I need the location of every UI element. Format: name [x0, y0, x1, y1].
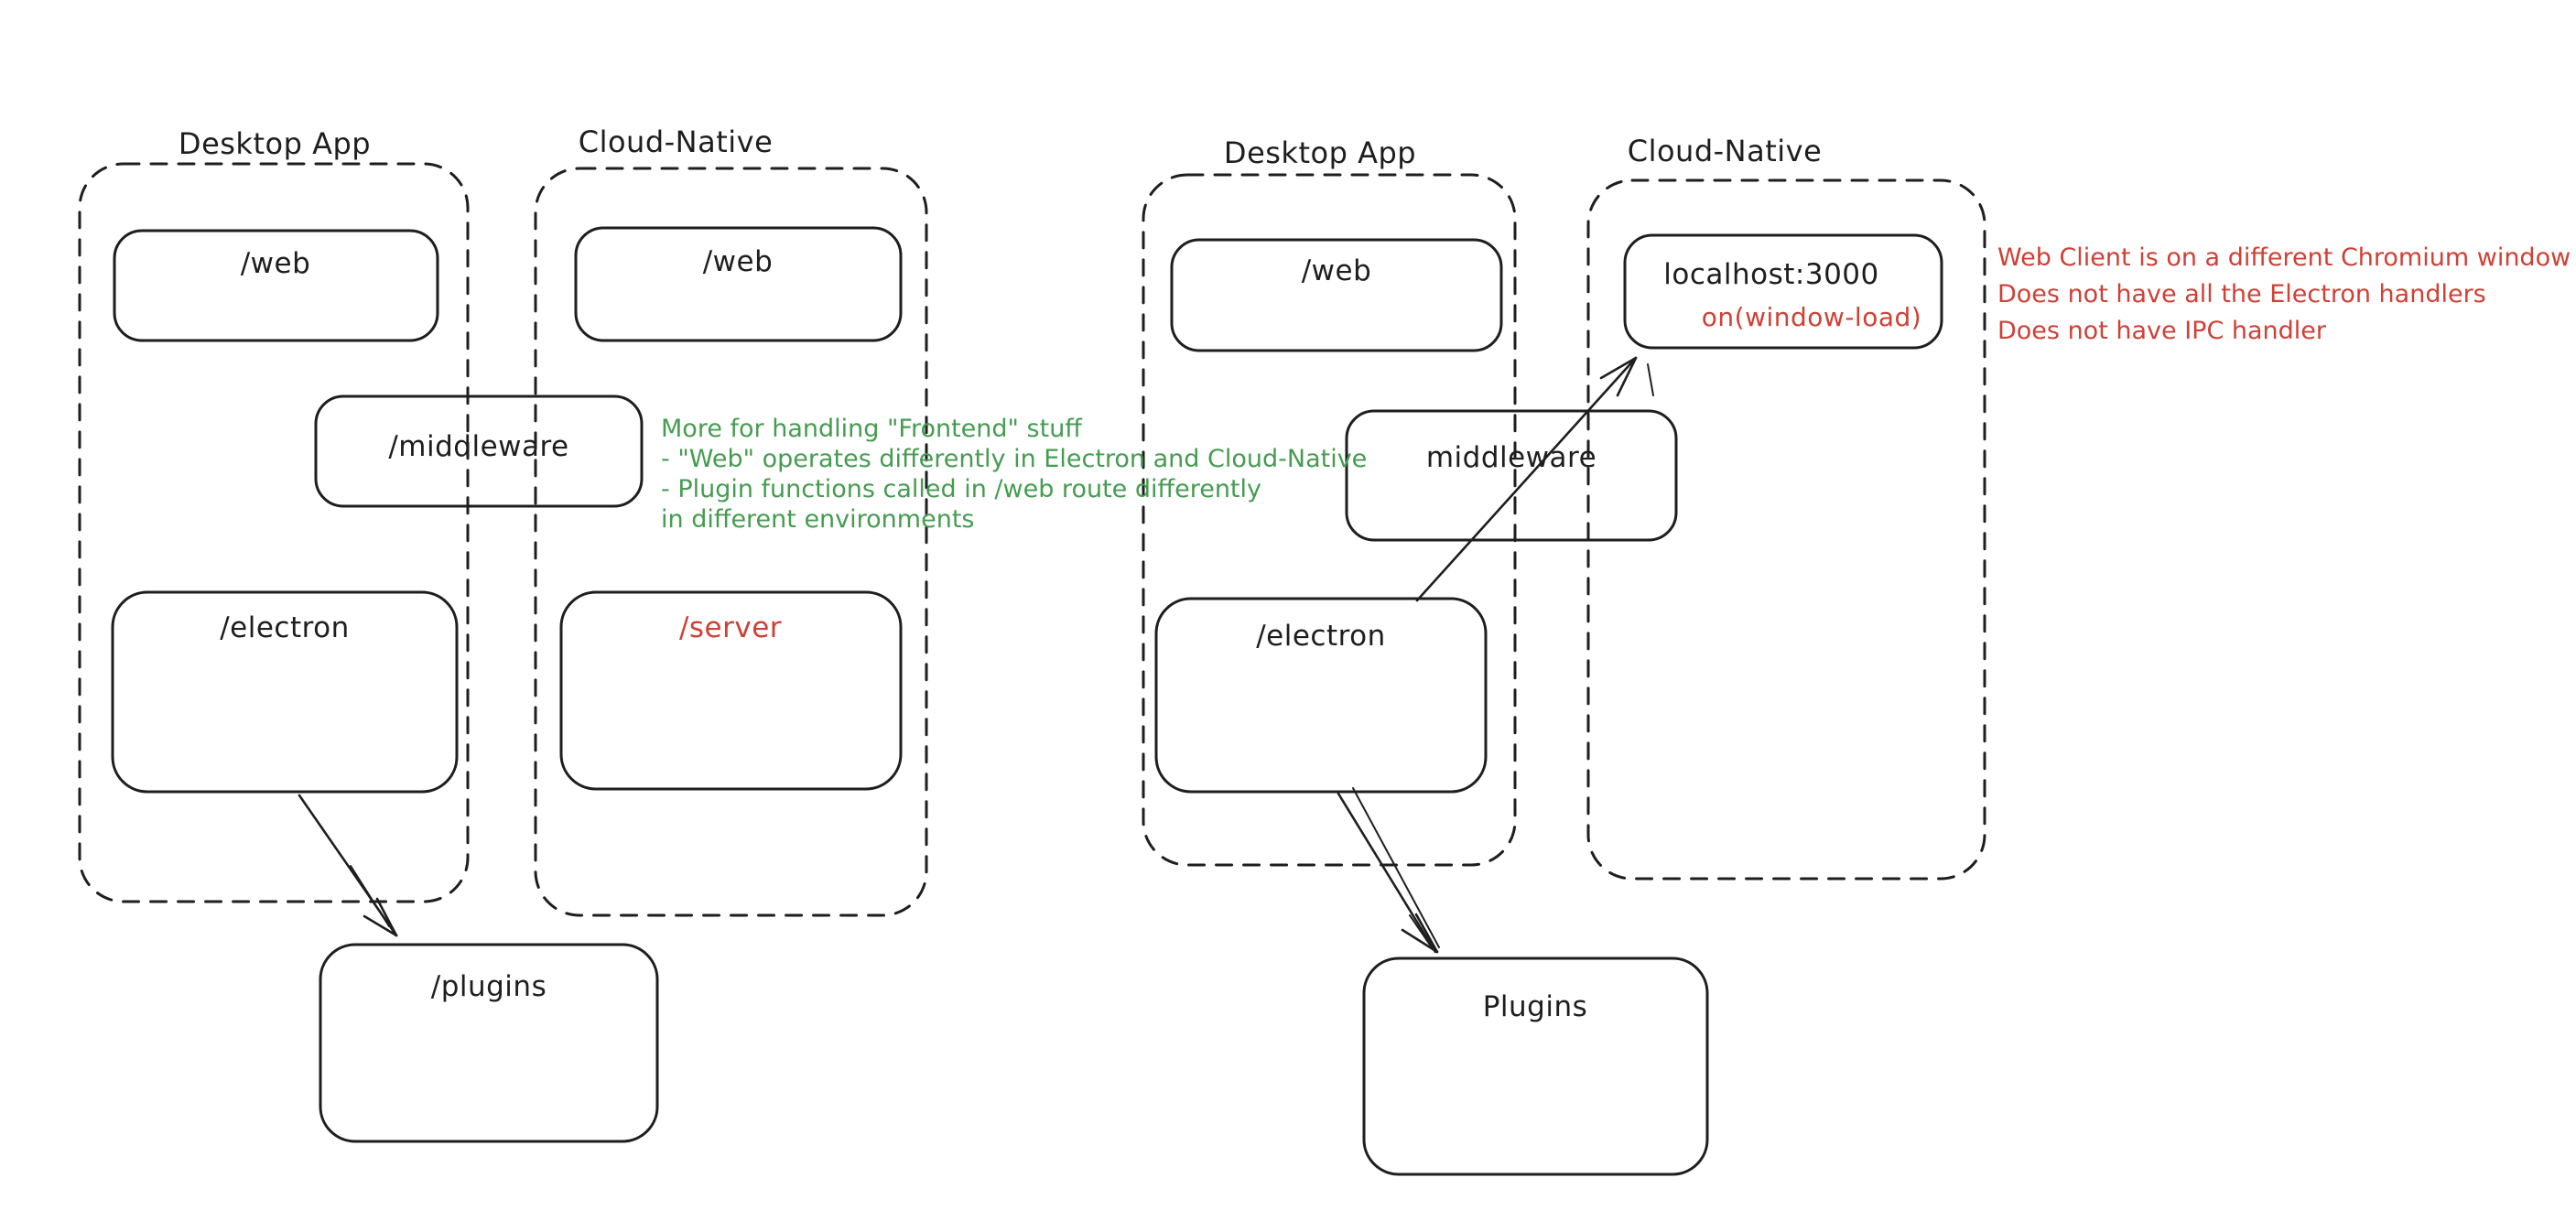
red-note-line-1: Web Client is on a different Chromium wi… — [1997, 243, 2571, 272]
node-localhost-3000[interactable] — [1623, 233, 1943, 350]
red-note[interactable]: Web Client is on a different Chromium wi… — [1997, 240, 2571, 350]
label-web-cloud-left: /web — [702, 245, 774, 278]
label-on-window-load: on(window-load) — [1701, 302, 1922, 332]
node-web-cloud-left[interactable] — [574, 226, 903, 342]
node-middleware-left[interactable] — [314, 394, 644, 508]
label-plugins-right: Plugins — [1482, 990, 1588, 1023]
arrow-electron-to-plugins-right[interactable] — [1337, 787, 1440, 954]
label-web-right: /web — [1301, 254, 1372, 287]
node-plugins-right[interactable] — [1362, 956, 1709, 1176]
label-electron-left: /electron — [220, 611, 350, 644]
arrow-electron-to-localhost-right[interactable] — [1415, 356, 1654, 602]
group-title-cloud-native-left: Cloud-Native — [578, 124, 774, 159]
node-plugins-left[interactable] — [319, 943, 659, 1143]
green-note-line-3: - Plugin functions called in /web route … — [661, 475, 1262, 503]
group-title-cloud-native-right: Cloud-Native — [1627, 134, 1823, 168]
node-web-right[interactable] — [1170, 238, 1503, 352]
red-note-line-3: Does not have IPC handler — [1997, 317, 2327, 345]
green-note-line-4: in different environments — [661, 505, 975, 534]
green-note-line-1: More for handling "Frontend" stuff — [661, 415, 1082, 443]
green-note-line-2: - "Web" operates differently in Electron… — [661, 445, 1368, 473]
label-middleware-right: middleware — [1425, 441, 1597, 474]
label-server-left: /server — [678, 611, 783, 644]
red-note-line-2: Does not have all the Electron handlers — [1997, 280, 2486, 308]
group-desktop-app-left[interactable] — [78, 162, 470, 903]
group-cloud-native-right[interactable] — [1586, 178, 1986, 881]
label-web-desktop-left: /web — [240, 247, 311, 280]
node-electron-right[interactable] — [1154, 597, 1488, 794]
label-electron-right: /electron — [1256, 620, 1386, 653]
node-web-desktop-left[interactable] — [113, 229, 439, 342]
group-cloud-native-left[interactable] — [534, 167, 928, 917]
group-title-desktop-app-left: Desktop App — [178, 126, 372, 161]
group-desktop-app-right[interactable] — [1142, 173, 1517, 867]
label-middleware-left: /middleware — [388, 430, 569, 463]
label-localhost-3000: localhost:3000 — [1663, 258, 1879, 291]
node-electron-left[interactable] — [111, 590, 459, 794]
group-title-desktop-app-right: Desktop App — [1223, 135, 1417, 170]
green-note[interactable]: More for handling "Frontend" stuff - "We… — [661, 414, 1367, 535]
node-server-left[interactable] — [559, 590, 903, 791]
arrow-electron-to-plugins-left[interactable] — [298, 794, 398, 937]
node-middleware-right[interactable] — [1345, 409, 1678, 542]
label-plugins-left: /plugins — [430, 970, 547, 1003]
